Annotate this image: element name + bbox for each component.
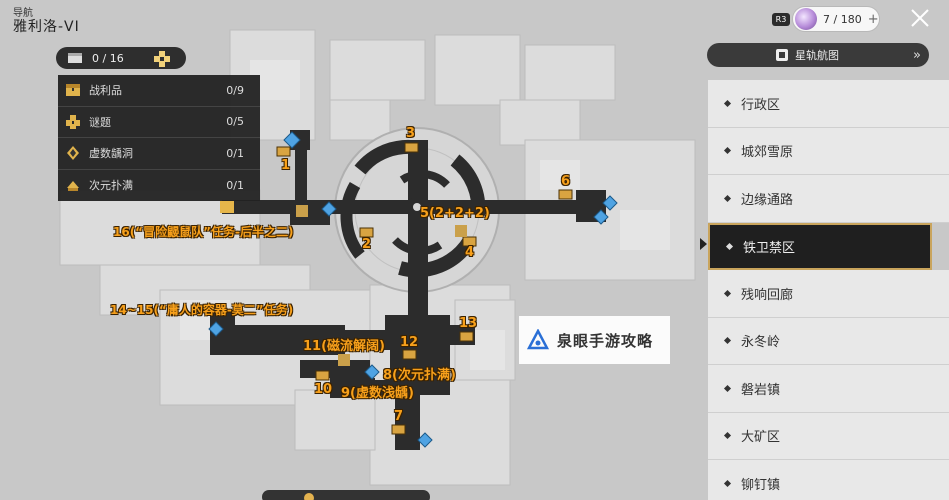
nav-label: 导航: [13, 8, 33, 19]
region-name: 铁卫禁区: [743, 240, 796, 256]
region-dot-icon: [723, 289, 732, 297]
region-dot-icon: [723, 99, 732, 107]
region-name: 残响回廊: [741, 287, 794, 303]
collectible-count: 0/5: [226, 115, 244, 129]
map-label-2: 2: [362, 237, 372, 252]
region-name: 城郊雪原: [741, 145, 794, 161]
collectible-row[interactable]: 次元扑满 0/1: [58, 170, 260, 202]
region-item[interactable]: 边缘通路: [708, 175, 949, 223]
map-label-9: 9(虚数浅龋): [341, 386, 414, 401]
region-item[interactable]: 行政区: [708, 80, 949, 128]
collectible-row[interactable]: 战利品 0/9: [58, 75, 260, 107]
watermark-logo-icon: [527, 329, 549, 350]
map-label-1: 1: [281, 158, 291, 173]
region-item[interactable]: 铆钉镇: [708, 460, 949, 500]
collectible-count: 0/9: [226, 83, 244, 97]
region-dot-icon: [725, 242, 734, 250]
zoom-handle-icon[interactable]: [304, 493, 314, 500]
region-name: 行政区: [741, 97, 781, 113]
map-label-4: 4: [465, 245, 475, 260]
region-dot-icon: [723, 147, 732, 155]
region-dot-icon: [723, 194, 732, 202]
power-amount: 7 / 180: [823, 12, 862, 26]
map-label-6: 6: [561, 174, 571, 189]
chest-icon: [68, 53, 82, 63]
power-orb-icon: [795, 8, 817, 30]
collectible-label: 虚数龋洞: [89, 147, 133, 161]
region-dot-icon: [723, 337, 732, 345]
puzzle-icon: [66, 114, 80, 129]
collectible-count: 0/1: [226, 146, 244, 160]
region-name: 磐岩镇: [741, 382, 781, 398]
collectible-row[interactable]: 谜题 0/5: [58, 107, 260, 138]
map-label-7: 7: [394, 409, 404, 424]
collectible-label: 次元扑满: [89, 179, 133, 193]
add-power-button[interactable]: +: [867, 11, 879, 27]
watermark-text: 泉眼手游攻略: [557, 331, 654, 350]
map-label-16: 16(“冒险鼹鼠队”任务-后半之二): [113, 225, 294, 239]
treasure-chest-icon: [66, 84, 80, 97]
region-name: 边缘通路: [741, 192, 794, 208]
map-label-11: 11(磁流解阔): [303, 339, 385, 354]
watermark: 泉眼手游攻略: [519, 316, 670, 364]
collectible-label: 谜题: [89, 115, 111, 129]
region-list: 行政区 城郊雪原 边缘通路 铁卫禁区 残响回廊 永冬岭 磐岩镇 大矿区 铆钉镇: [708, 80, 949, 500]
region-name: 铆钉镇: [741, 477, 781, 493]
region-name: 永冬岭: [741, 335, 781, 351]
map-label-5: 5(2+2+2): [420, 206, 490, 221]
map-label-10: 10: [314, 382, 333, 397]
region-item[interactable]: 永冬岭: [708, 317, 949, 365]
region-dot-icon: [723, 432, 732, 440]
map-book-icon: [776, 49, 788, 61]
region-dot-icon: [723, 479, 732, 487]
map-label-8: 8(次元扑满): [383, 368, 456, 383]
map-label-13: 13: [459, 316, 478, 331]
dimension-icon: [67, 181, 79, 192]
close-icon[interactable]: [907, 5, 933, 31]
region-item[interactable]: 磐岩镇: [708, 365, 949, 413]
region-item[interactable]: 残响回廊: [708, 270, 949, 318]
active-region-pointer: [700, 238, 707, 250]
trailblaze-power-display[interactable]: 7 / 180 +: [793, 7, 879, 31]
collectible-counter[interactable]: 0 / 16: [56, 47, 186, 69]
region-dot-icon: [723, 384, 732, 392]
rift-icon: [67, 146, 79, 161]
map-label-3: 3: [406, 126, 416, 141]
map-label-12: 12: [400, 335, 419, 350]
collectible-count: 0 / 16: [92, 51, 124, 65]
region-item[interactable]: 大矿区: [708, 412, 949, 460]
region-item-active[interactable]: 铁卫禁区: [708, 222, 932, 270]
region-item[interactable]: 城郊雪原: [708, 127, 949, 175]
r3-key-hint: R3: [772, 13, 790, 26]
collectible-row[interactable]: 虚数龋洞 0/1: [58, 138, 260, 170]
chevron-right-icon: »: [913, 47, 921, 63]
bottom-toolbar[interactable]: [262, 490, 430, 500]
collectible-label: 战利品: [89, 84, 122, 98]
star-rail-map-button[interactable]: 星轨航图 »: [707, 43, 929, 67]
collectible-count: 0/1: [226, 178, 244, 192]
region-name: 大矿区: [741, 430, 781, 446]
puzzle-icon: [154, 51, 170, 67]
collectibles-panel: 战利品 0/9 谜题 0/5 虚数龋洞 0/1 次元扑满 0/1: [58, 75, 260, 201]
map-title: 雅利洛-VI: [13, 19, 80, 35]
star-rail-map-label: 星轨航图: [795, 49, 839, 62]
map-label-14-15: 14~15(“庸人的容器-莫二”任务): [110, 303, 294, 317]
